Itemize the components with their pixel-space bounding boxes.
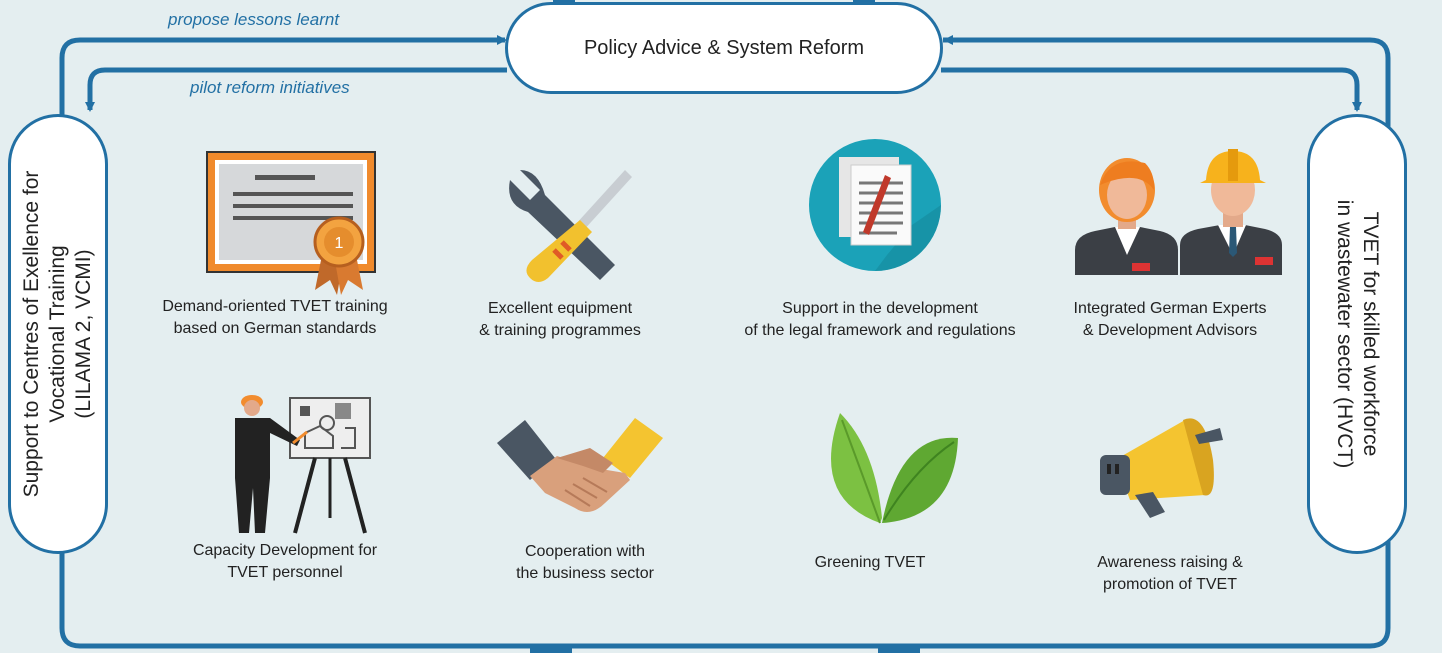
leaves-icon — [831, 413, 958, 524]
document-pen-icon — [809, 139, 941, 271]
item-label-line: Support in the development — [782, 300, 978, 317]
item-label-capacity-development: Capacity Development for TVET personnel — [160, 540, 410, 584]
tools-icon — [509, 170, 632, 282]
item-label-line: TVET personnel — [227, 564, 343, 581]
item-label-german-experts: Integrated German Experts & Development … — [1050, 298, 1290, 342]
item-label-greening: Greening TVET — [770, 552, 970, 574]
policy-advice-label: Policy Advice & System Reform — [583, 36, 865, 59]
left-box-line3: (LILAMA 2, VCMI) — [72, 249, 95, 419]
handshake-icon — [497, 418, 663, 512]
svg-text:1: 1 — [335, 235, 344, 252]
megaphone-icon — [1100, 418, 1223, 518]
item-label-line: & training programmes — [479, 322, 641, 339]
experts-icon — [1075, 149, 1282, 275]
policy-advice-box: Policy Advice & System Reform — [505, 2, 943, 94]
item-label-line: Greening TVET — [814, 554, 926, 571]
item-label-cooperation: Cooperation with the business sector — [475, 541, 695, 585]
item-label-equipment: Excellent equipment & training programme… — [440, 298, 680, 342]
right-box-line2: in wastewater sector (HVCT) — [1333, 199, 1356, 469]
propose-lessons-label: propose lessons learnt — [168, 10, 340, 29]
item-label-line: Capacity Development for — [192, 542, 378, 559]
item-label-line: based on German standards — [173, 320, 377, 337]
item-label-line: Demand-oriented TVET training — [162, 298, 388, 315]
item-label-line: Awareness raising & — [1097, 554, 1243, 571]
outer-loop-line — [59, 37, 1391, 649]
centres-of-excellence-box: Support to Centres of Exellence for Voca… — [8, 114, 108, 554]
trainer-icon — [235, 395, 371, 534]
item-label-line: Cooperation with — [524, 543, 646, 560]
certificate-icon: 1 — [206, 151, 376, 295]
item-label-line: promotion of TVET — [1103, 576, 1237, 593]
item-label-line: & Development Advisors — [1082, 322, 1258, 339]
item-label-line: Excellent equipment — [487, 300, 633, 317]
left-box-line2: Vocational Training — [46, 245, 69, 423]
item-label-demand-oriented: Demand-oriented TVET training based on G… — [140, 296, 410, 340]
left-box-line1: Support to Centres of Exellence for — [20, 170, 43, 498]
wastewater-tvet-box: TVET for skilled workforce in wastewater… — [1307, 114, 1407, 554]
item-label-line: the business sector — [516, 565, 654, 582]
item-label-awareness: Awareness raising & promotion of TVET — [1055, 552, 1285, 596]
pilot-line-left — [85, 67, 507, 112]
item-label-legal-framework: Support in the development of the legal … — [720, 298, 1040, 342]
right-box-line1: TVET for skilled workforce — [1359, 211, 1382, 457]
pilot-line-right — [941, 67, 1362, 112]
item-label-line: Integrated German Experts — [1073, 300, 1267, 317]
item-label-line: of the legal framework and regulations — [744, 322, 1016, 339]
pilot-reform-label: pilot reform initiatives — [190, 78, 350, 97]
